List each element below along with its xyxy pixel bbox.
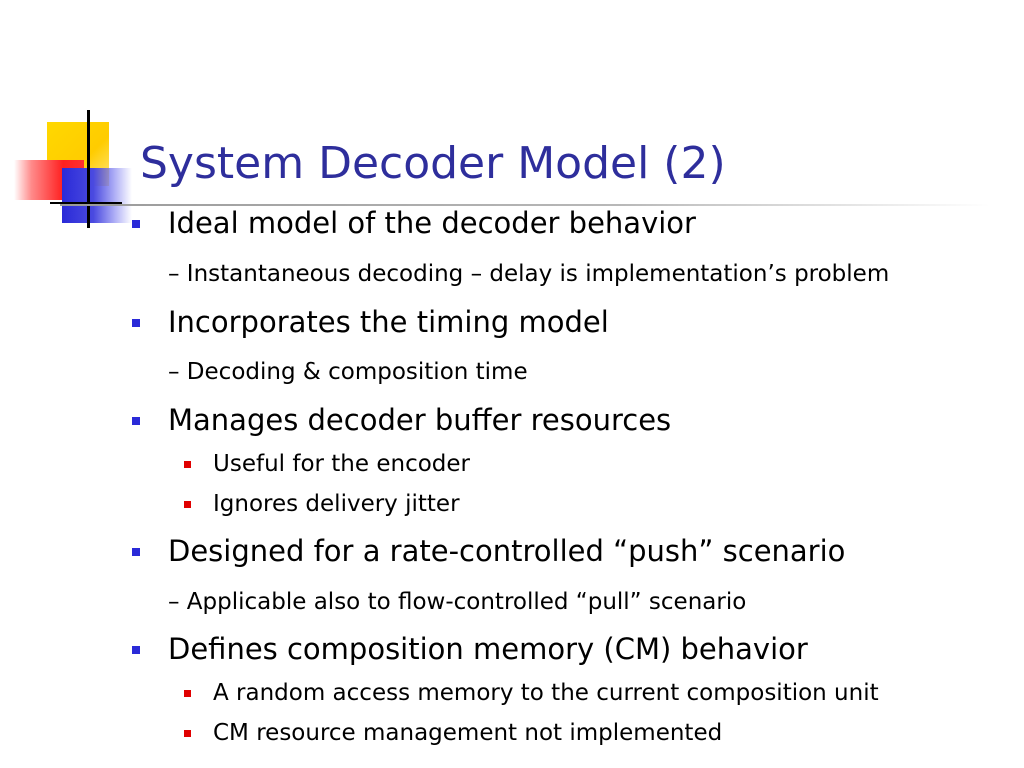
sub-item: – Decoding & composition time xyxy=(168,359,528,385)
bullet-item: Designed for a rate-controlled “push” sc… xyxy=(132,533,846,569)
sub-bullet-item: Ignores delivery jitter xyxy=(184,489,460,519)
sub-item: – Instantaneous decoding – delay is impl… xyxy=(168,261,890,287)
bullet-item: Incorporates the timing model xyxy=(132,304,609,340)
sub-bullet-text: Ignores delivery jitter xyxy=(213,491,460,517)
square-bullet-icon xyxy=(184,501,191,508)
bullet-item: Defines composition memory (CM) behavior xyxy=(132,631,808,667)
square-bullet-icon xyxy=(184,730,191,737)
slide-logo-decoration xyxy=(0,0,150,240)
square-bullet-icon xyxy=(132,646,140,654)
square-bullet-icon xyxy=(132,220,140,228)
logo-vertical-line xyxy=(87,110,90,228)
sub-bullet-text: A random access memory to the current co… xyxy=(213,680,879,706)
sub-bullet-item: CM resource management not implemented xyxy=(184,718,723,748)
bullet-text: Incorporates the timing model xyxy=(168,305,609,339)
square-bullet-icon xyxy=(132,417,140,425)
bullet-text: Ideal model of the decoder behavior xyxy=(168,206,696,240)
sub-bullet-item: Useful for the encoder xyxy=(184,449,470,479)
square-bullet-icon xyxy=(132,319,140,327)
bullet-text: Manages decoder buffer resources xyxy=(168,403,672,437)
slide-title: System Decoder Model (2) xyxy=(140,138,726,189)
sub-bullet-text: CM resource management not implemented xyxy=(213,720,723,746)
sub-bullet-item: A random access memory to the current co… xyxy=(184,678,879,708)
sub-bullet-text: Useful for the encoder xyxy=(213,451,470,477)
bullet-item: Manages decoder buffer resources xyxy=(132,402,672,438)
square-bullet-icon xyxy=(184,461,191,468)
square-bullet-icon xyxy=(132,548,140,556)
bullet-text: Defines composition memory (CM) behavior xyxy=(168,632,808,666)
bullet-text: Designed for a rate-controlled “push” sc… xyxy=(168,534,846,568)
logo-blue-block xyxy=(62,168,132,223)
square-bullet-icon xyxy=(184,690,191,697)
title-underline xyxy=(60,204,990,206)
sub-item: – Applicable also to flow-controlled “pu… xyxy=(168,589,747,615)
logo-horizontal-line xyxy=(50,202,122,204)
bullet-item: Ideal model of the decoder behavior xyxy=(132,205,696,241)
